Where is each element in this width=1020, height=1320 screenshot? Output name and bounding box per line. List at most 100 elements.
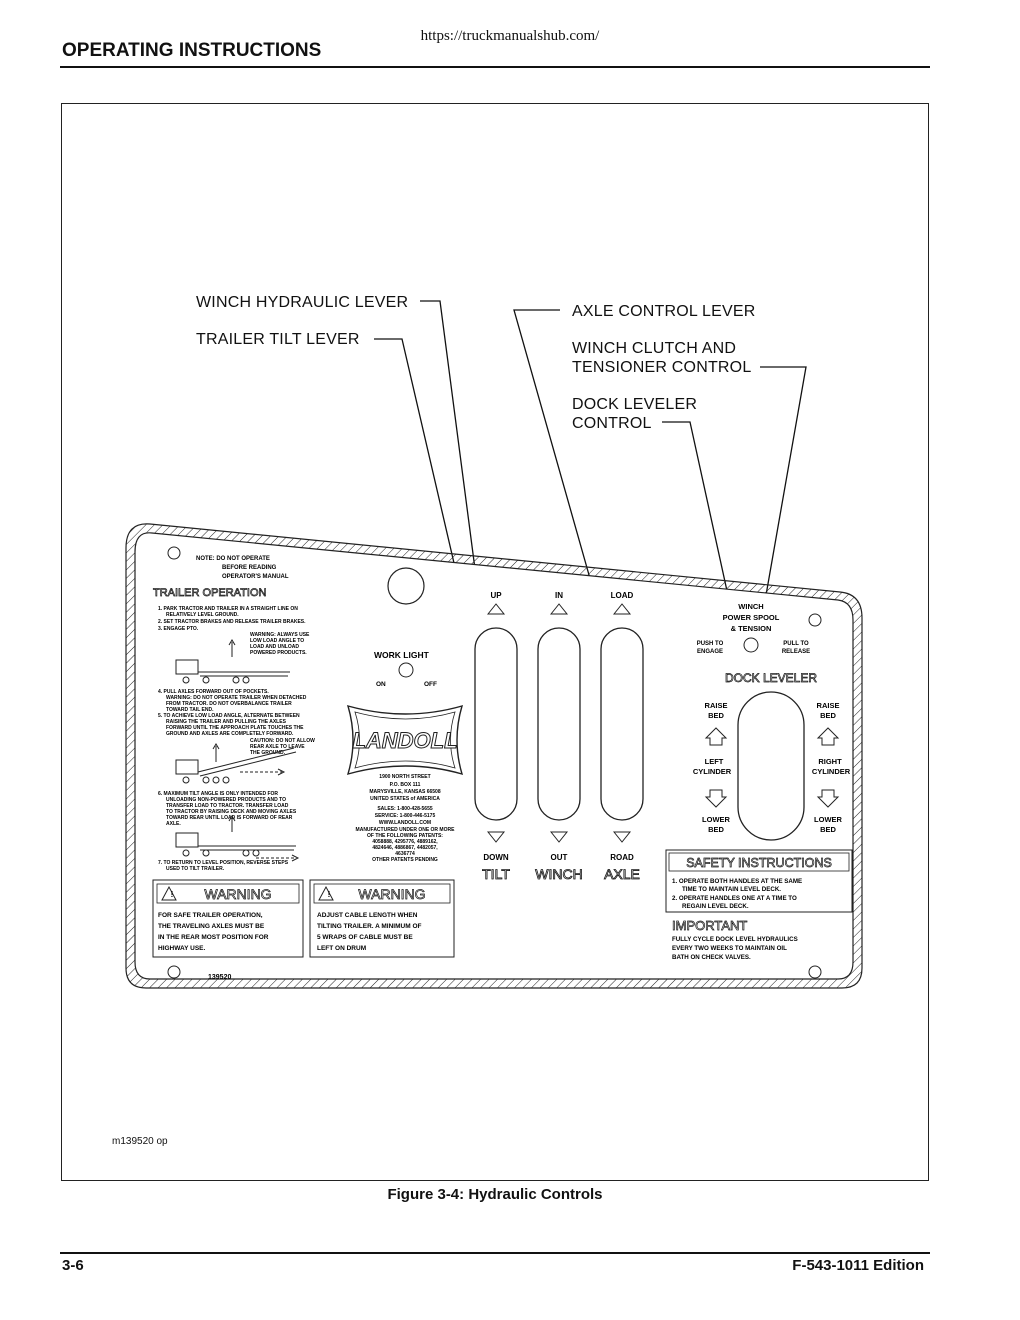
dock-leveler-slot — [737, 691, 805, 841]
panel-outline — [125, 523, 863, 989]
winch-spool-line1: WINCH — [738, 602, 763, 611]
axle-lever-slot — [600, 627, 644, 821]
trailer-sketch-low-angle — [175, 743, 297, 784]
step-5c: FORWARD UNTIL THE APPROACH PLATE TOUCHES… — [166, 725, 304, 731]
figure-caption: Figure 3-4: Hydraulic Controls — [387, 1186, 603, 1203]
left-lower-bed-label: BED — [708, 825, 724, 834]
work-light-switch — [398, 662, 414, 678]
lever-winch: IN OUT WINCH — [535, 591, 583, 882]
patent-line5: 4636774 — [395, 851, 415, 857]
patent-line2: OF THE FOLLOWING PATENTS: — [367, 833, 443, 839]
callout-axle-control-lever: AXLE CONTROL LEVER — [572, 303, 756, 320]
step-2: 2. SET TRACTOR BRAKES AND RELEASE TRAILE… — [158, 619, 306, 625]
step-6b: UNLOADING NON-POWERED PRODUCTS AND TO — [166, 797, 286, 803]
warning1-line1: FOR SAFE TRAILER OPERATION, — [158, 912, 263, 919]
winch-lever-slot — [537, 627, 581, 821]
warning-title-1: WARNING — [204, 886, 271, 902]
warning-box-axles: ! WARNING FOR SAFE TRAILER OPERATION, TH… — [152, 879, 304, 958]
tilt-title: TILT — [482, 866, 510, 882]
step-7a: 7. TO RETURN TO LEVEL POSITION, REVERSE … — [158, 860, 289, 866]
work-light-label: WORK LIGHT — [374, 650, 430, 660]
warning1-line2: THE TRAVELING AXLES MUST BE — [158, 923, 265, 930]
landoll-logo: LANDOLL — [346, 704, 464, 776]
tilt-down-label: DOWN — [483, 853, 509, 862]
warning2-line4: LEFT ON DRUM — [317, 945, 366, 952]
winch-clutch-knob — [743, 637, 759, 653]
warning-powered-3: LOAD AND UNLOAD — [250, 644, 299, 650]
axle-load-label: LOAD — [611, 591, 634, 600]
address-web: WWW.LANDOLL.COM — [379, 820, 431, 826]
callout-winch-hydraulic-lever: WINCH HYDRAULIC LEVER — [196, 294, 409, 311]
callout-dock-leveler-line1: DOCK LEVELER — [572, 396, 698, 413]
left-raise-label: RAISE — [705, 701, 728, 710]
safety-instructions-box — [665, 849, 853, 913]
step-5a: 5. TO ACHIEVE LOW LOAD ANGLE, ALTERNATE … — [158, 713, 300, 719]
push-to-label: PUSH TO — [697, 641, 724, 647]
left-cylinder-line1: LEFT — [705, 757, 724, 766]
trailer-sketch-level — [175, 639, 290, 684]
step-4c: FROM TRACTOR. DO NOT OVERBALANCE TRAILER — [166, 701, 292, 707]
winch-title: WINCH — [535, 866, 582, 882]
mounting-holes — [167, 546, 822, 979]
section-title: OPERATING INSTRUCTIONS — [62, 40, 322, 61]
patent-line4: 4824646, 4886867, 4482057, — [372, 845, 438, 851]
panel-large-hole — [387, 567, 425, 605]
right-raise-label: RAISE — [817, 701, 840, 710]
warning-title-2: WARNING — [358, 886, 425, 902]
step-1a: 1. PARK TRACTOR AND TRAILER IN A STRAIGH… — [158, 606, 298, 612]
callout-trailer-tilt-lever: TRAILER TILT LEVER — [196, 331, 360, 348]
winch-in-label: IN — [555, 591, 563, 600]
step-4b: WARNING: DO NOT OPERATE TRAILER WHEN DET… — [166, 695, 307, 701]
step-6c: TRANSFER LOAD TO TRACTOR. TRANSFER LOAD — [166, 803, 289, 809]
step-3: 3. ENGAGE PTO. — [158, 626, 199, 632]
edition-label: F-543-1011 Edition — [792, 1257, 924, 1274]
lever-tilt: UP DOWN TILT — [474, 591, 518, 882]
svg-text:!: ! — [171, 890, 174, 899]
safety-2a: 2. OPERATE HANDLES ONE AT A TIME TO — [672, 895, 797, 902]
figure-reference: m139520 op — [112, 1136, 168, 1147]
left-cylinder-line2: CYLINDER — [693, 767, 732, 776]
callout-winch-clutch-line1: WINCH CLUTCH AND — [572, 340, 737, 357]
right-lower-bed-label: BED — [820, 825, 836, 834]
landoll-logo-text: LANDOLL — [352, 728, 457, 753]
tilt-lever-slot — [474, 627, 518, 821]
right-lower-label: LOWER — [814, 815, 842, 824]
step-4d: TOWARD TAIL END. — [166, 707, 214, 713]
note-line2: BEFORE READING — [222, 565, 277, 571]
svg-text:!: ! — [328, 890, 331, 899]
engage-label: ENGAGE — [697, 649, 723, 655]
caution-3: THE GROUND. — [250, 750, 286, 756]
header-rule — [60, 66, 930, 68]
right-cylinder-line1: RIGHT — [818, 757, 842, 766]
address-sales: SALES: 1-800-428-5655 — [377, 806, 433, 812]
panel-part-number: 139520 — [208, 974, 231, 981]
step-1b: RELATIVELY LEVEL GROUND. — [166, 612, 239, 618]
right-cylinder-line2: CYLINDER — [812, 767, 851, 776]
patent-line1: MANUFACTURED UNDER ONE OR MORE — [356, 827, 456, 833]
winch-out-label: OUT — [551, 853, 568, 862]
safety-2b: REGAIN LEVEL DECK. — [682, 903, 749, 910]
axle-title: AXLE — [604, 866, 640, 882]
tilt-up-label: UP — [490, 591, 502, 600]
axle-road-label: ROAD — [610, 853, 634, 862]
dock-leveler-arrows — [704, 727, 840, 808]
step-7b: USED TO TILT TRAILER. — [166, 866, 225, 872]
warning2-line3: 5 WRAPS OF CABLE MUST BE — [317, 934, 413, 941]
important-line1: FULLY CYCLE DOCK LEVEL HYDRAULICS — [672, 936, 798, 943]
caution-2: REAR AXLE TO LEAVE — [250, 744, 305, 750]
winch-spool-line3: & TENSION — [731, 624, 772, 633]
step-6a: 6. MAXIMUM TILT ANGLE IS ONLY INTENDED F… — [158, 791, 278, 797]
trailer-illustrations — [175, 639, 300, 862]
step-6f: AXLE. — [166, 821, 181, 827]
pull-to-label: PULL TO — [783, 641, 809, 647]
note-line1: NOTE: DO NOT OPERATE — [196, 556, 270, 562]
figure-frame — [61, 103, 929, 1181]
work-light-on: ON — [376, 681, 386, 688]
dock-leveler-title: DOCK LEVELER — [725, 671, 817, 685]
warning2-line1: ADJUST CABLE LENGTH WHEN — [317, 912, 418, 919]
address-country: UNITED STATES of AMERICA — [370, 796, 440, 802]
step-4a: 4. PULL AXLES FORWARD OUT OF POCKETS. — [158, 689, 269, 695]
important-line3: BATH ON CHECK VALVES. — [672, 954, 751, 961]
footer-rule — [60, 1252, 930, 1254]
lever-axle: LOAD ROAD AXLE — [600, 591, 644, 882]
